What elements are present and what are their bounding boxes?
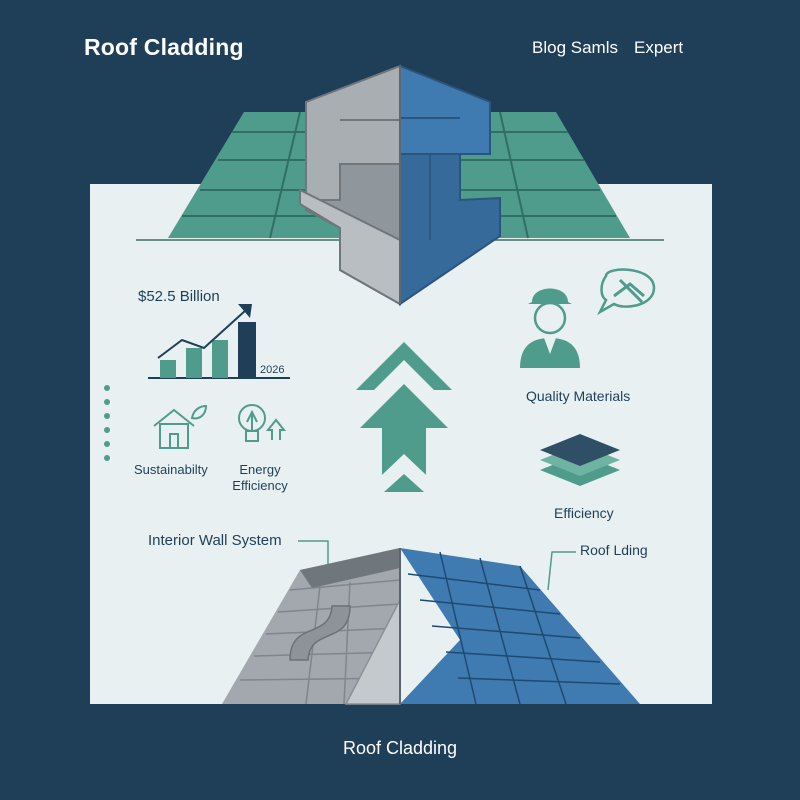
sustainability-label: Sustainabilty bbox=[134, 462, 208, 477]
year-label: 2026 bbox=[260, 364, 285, 376]
roof-lding-label: Roof Lding bbox=[580, 542, 648, 558]
lightbulb-arrow-icon bbox=[238, 404, 287, 442]
layers-stack-icon bbox=[540, 434, 620, 486]
expert-worker-icon bbox=[520, 268, 656, 368]
dot-indicator bbox=[104, 385, 110, 461]
efficiency-label: Efficiency bbox=[554, 505, 614, 521]
growth-bar-chart-icon bbox=[148, 304, 290, 379]
eco-house-icon bbox=[153, 404, 208, 449]
interior-wall-system-label: Interior Wall System bbox=[148, 532, 282, 549]
energy-line-2: Efficiency bbox=[232, 478, 288, 493]
market-value-label: $52.5 Billion bbox=[138, 288, 220, 305]
nav-link-blog[interactable]: Blog Samls bbox=[532, 38, 618, 57]
quality-materials-label: Quality Materials bbox=[526, 388, 631, 404]
energy-efficiency-label: Energy Efficiency bbox=[220, 462, 300, 494]
up-arrow-icon bbox=[356, 342, 452, 492]
top-nav: Blog Samls Expert bbox=[532, 38, 683, 58]
nav-link-expert[interactable]: Expert bbox=[633, 38, 684, 57]
energy-line-1: Energy bbox=[239, 462, 281, 477]
page-title: Roof Cladding bbox=[84, 34, 244, 60]
footer-caption: Roof Cladding bbox=[342, 738, 458, 758]
